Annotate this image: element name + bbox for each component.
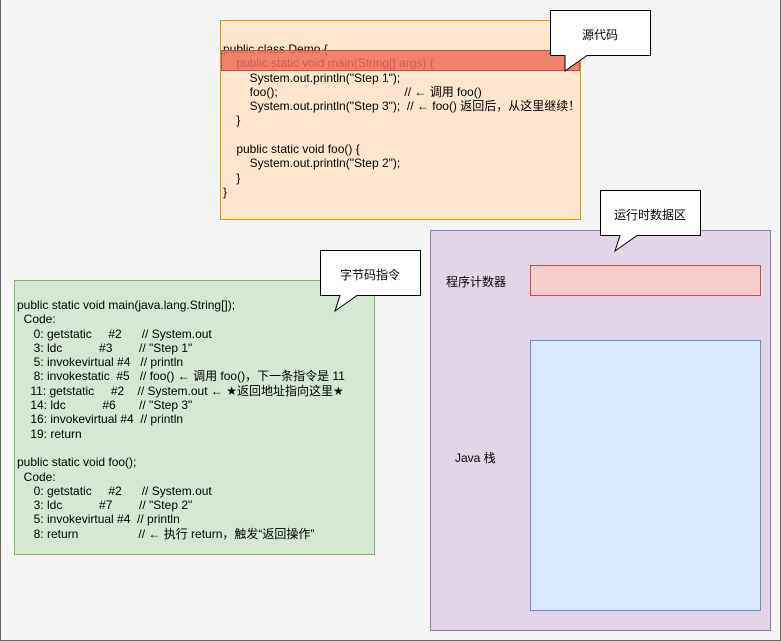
bytecode-line: public static void foo(); xyxy=(17,455,137,470)
source-line: } xyxy=(223,170,241,185)
bytecode-line: Code: xyxy=(17,312,56,327)
bytecode-callout-text: 字节码指令 xyxy=(339,268,400,282)
source-line: System.out.println("Step 2"); xyxy=(223,156,401,171)
bytecode-line: 5: invokevirtual #4 // println xyxy=(17,512,180,527)
bytecode-line: 11: getstatic #2 // System.out ← ★返回地址指向… xyxy=(17,383,344,398)
bytecode-line: 8: invokestatic #5 // foo() ← 调用 foo()，下… xyxy=(17,369,345,384)
bytecode-line: 3: ldc #7 // "Step 2" xyxy=(17,498,193,513)
source-line: } xyxy=(223,184,228,199)
program-counter-box[interactable] xyxy=(530,265,761,296)
bytecode-line: 0: getstatic #2 // System.out xyxy=(17,483,212,498)
java-stack-box[interactable] xyxy=(530,340,761,611)
bytecode-line xyxy=(17,441,345,455)
source-line: public static void foo() { xyxy=(223,142,360,157)
bytecode-line: 5: invokevirtual #4 // println xyxy=(17,355,184,370)
program-counter-label: 程序计数器 xyxy=(446,275,507,289)
bytecode-line: 14: ldc #6 // "Step 3" xyxy=(17,398,193,413)
bytecode-line: Code: xyxy=(17,469,56,484)
bytecode-line: 16: invokevirtual #4 // println xyxy=(17,412,184,427)
bytecode-box[interactable]: public static void main(java.lang.String… xyxy=(14,280,375,555)
source-line: foo(); // ← 调用 foo() xyxy=(223,84,482,99)
bytecode-line: 3: ldc #3 // "Step 1" xyxy=(17,340,193,355)
bytecode-line: public static void main(java.lang.String… xyxy=(17,298,236,312)
source-code-callout-text: 源代码 xyxy=(581,28,618,42)
source-line: } xyxy=(223,113,241,128)
source-line xyxy=(223,128,580,142)
bytecode-line: 19: return xyxy=(17,426,82,441)
source-line: System.out.println("Step 1"); xyxy=(223,70,401,85)
bytecode-line: 0: getstatic #2 // System.out xyxy=(17,326,212,341)
source-line: System.out.println("Step 3"); // ← foo()… xyxy=(223,99,581,114)
bytecode-text: public static void main(java.lang.String… xyxy=(17,298,345,541)
bytecode-line: 8: return // ← 执行 return，触发“返回操作” xyxy=(17,526,315,541)
runtime-data-area-callout-text: 运行时数据区 xyxy=(613,208,686,222)
current-line-highlight xyxy=(221,50,580,71)
java-stack-label: Java 栈 xyxy=(455,451,496,465)
